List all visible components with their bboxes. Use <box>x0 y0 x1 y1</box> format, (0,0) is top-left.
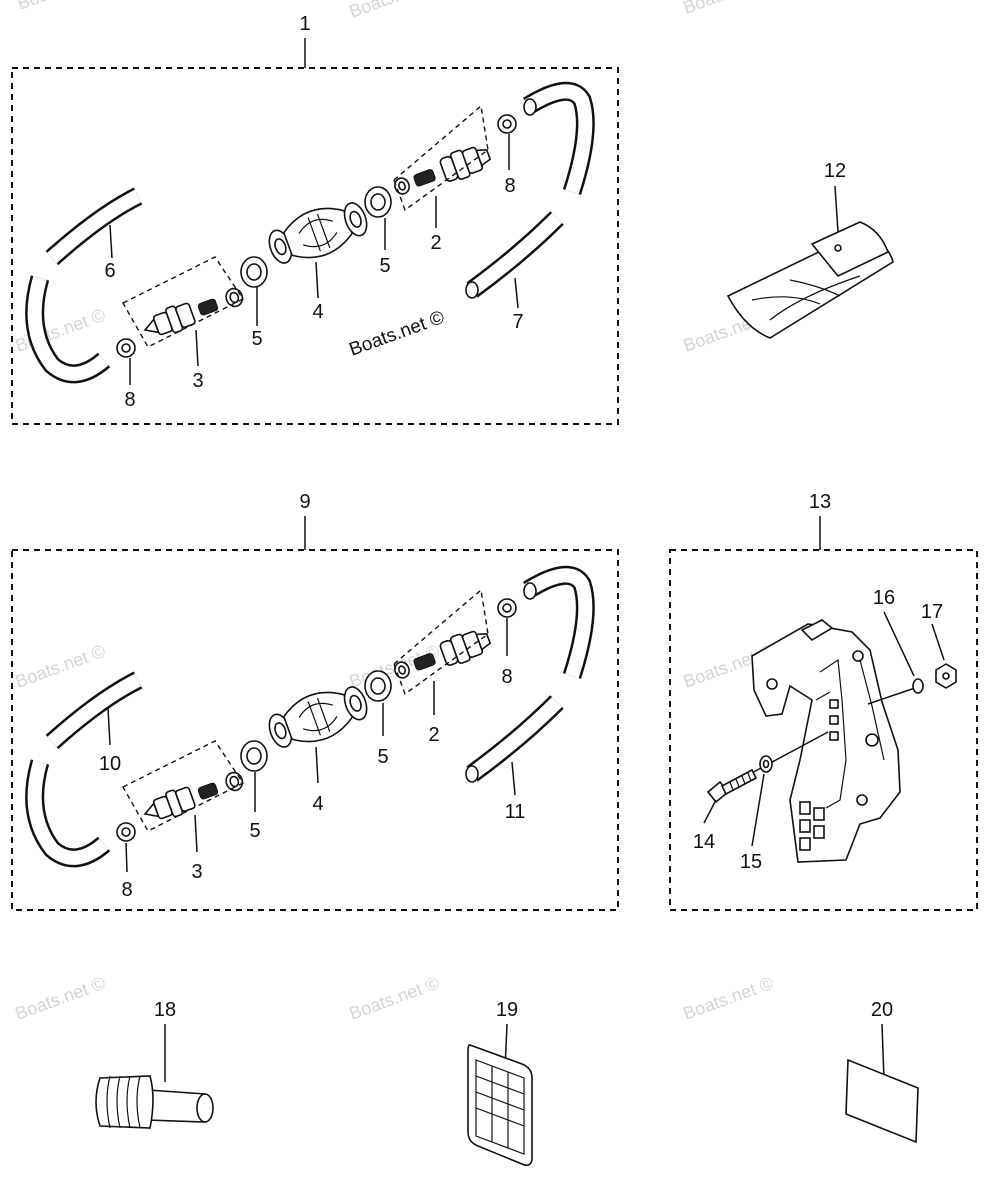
callout-connector-bottom: 3 <box>192 370 203 392</box>
kit-9-boundary <box>11 549 619 911</box>
instruction-plate: 19 <box>467 999 533 1167</box>
fuel-line-assembly-upper <box>35 91 586 374</box>
callout-hose-left: 6 <box>104 260 115 282</box>
callout-nut-right: 8 <box>504 175 515 197</box>
callout-clamp-right: 5 <box>377 746 388 768</box>
callout-card: 20 <box>871 999 893 1021</box>
callout-kit-13: 13 <box>809 491 831 513</box>
callout-lock-washer: 16 <box>873 587 895 609</box>
watermark-dark: Boats.net © <box>347 307 448 361</box>
callout-hose-right: 11 <box>505 801 526 823</box>
fuel-line-kit-lower: 9 10 11 8 3 5 4 5 2 8 <box>11 491 619 911</box>
callout-nut-left: 8 <box>124 389 135 411</box>
fuel-line-kit-upper: 1 6 7 8 3 5 4 5 2 8 <box>11 13 619 425</box>
watermark: Boats.net © <box>681 973 776 1024</box>
info-card: 20 <box>845 999 919 1144</box>
callout-hose-right: 7 <box>512 311 523 333</box>
callout-connector-top: 2 <box>428 724 439 746</box>
bolt <box>706 768 758 804</box>
callout-bulb: 4 <box>312 301 323 323</box>
callout-clamp-left: 5 <box>249 820 260 842</box>
callout-washer: 15 <box>740 851 762 873</box>
watermark: Boats.net © <box>13 641 108 692</box>
callout-connector-bottom: 3 <box>191 861 202 883</box>
callout-decal-plate: 19 <box>496 999 518 1021</box>
callout-nut-left: 8 <box>121 879 132 901</box>
kit-1-boundary <box>11 67 619 425</box>
callout-pouch: 12 <box>824 160 846 182</box>
callout-nut-right: 8 <box>501 666 512 688</box>
lock-washer <box>912 678 924 694</box>
watermark: Boats.net © <box>347 973 442 1024</box>
watermark: Boats.net © <box>13 973 108 1024</box>
hex-nut <box>935 663 957 689</box>
callout-nut: 17 <box>921 601 943 623</box>
callout-connector-top: 2 <box>430 232 441 254</box>
callout-kit-9: 9 <box>299 491 310 513</box>
callout-bulb: 4 <box>312 793 323 815</box>
hose-fitting: 18 <box>95 999 214 1129</box>
watermark: Boats.net © <box>15 0 110 14</box>
watermark: Boats.net © <box>347 0 442 22</box>
callout-hose-left: 10 <box>99 753 121 775</box>
transom-bracket <box>751 619 901 863</box>
bracket-kit: 13 <box>669 491 978 911</box>
callout-clamp-left: 5 <box>251 328 262 350</box>
watermark: Boats.net © <box>681 0 776 18</box>
callout-clamp-right: 5 <box>379 255 390 277</box>
callout-kit-1: 1 <box>299 13 310 35</box>
fuel-line-assembly-lower <box>35 575 586 858</box>
callout-bolt: 14 <box>693 831 715 853</box>
callout-fitting: 18 <box>154 999 176 1021</box>
kit-13-boundary <box>669 549 978 911</box>
storage-pouch: 12 <box>726 160 894 339</box>
